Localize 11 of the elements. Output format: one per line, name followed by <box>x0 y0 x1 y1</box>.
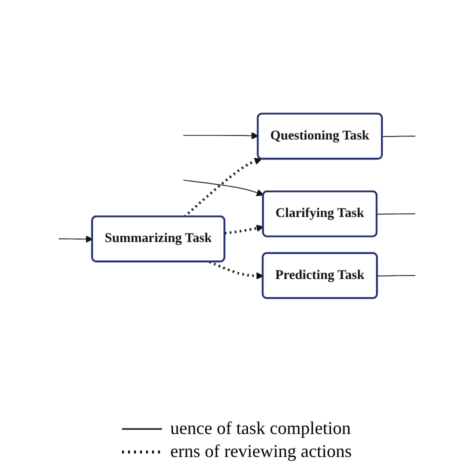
arrow <box>58 236 93 243</box>
connector <box>382 136 416 138</box>
connector <box>376 275 416 276</box>
arrow <box>182 132 258 140</box>
arrow <box>184 158 262 218</box>
legend-text: uence of task completion <box>170 418 351 439</box>
legend-text: erns of reviewing actions <box>170 441 352 462</box>
arrow <box>208 260 264 280</box>
arrow <box>182 180 264 196</box>
connector <box>376 214 416 215</box>
arrow <box>224 224 264 235</box>
